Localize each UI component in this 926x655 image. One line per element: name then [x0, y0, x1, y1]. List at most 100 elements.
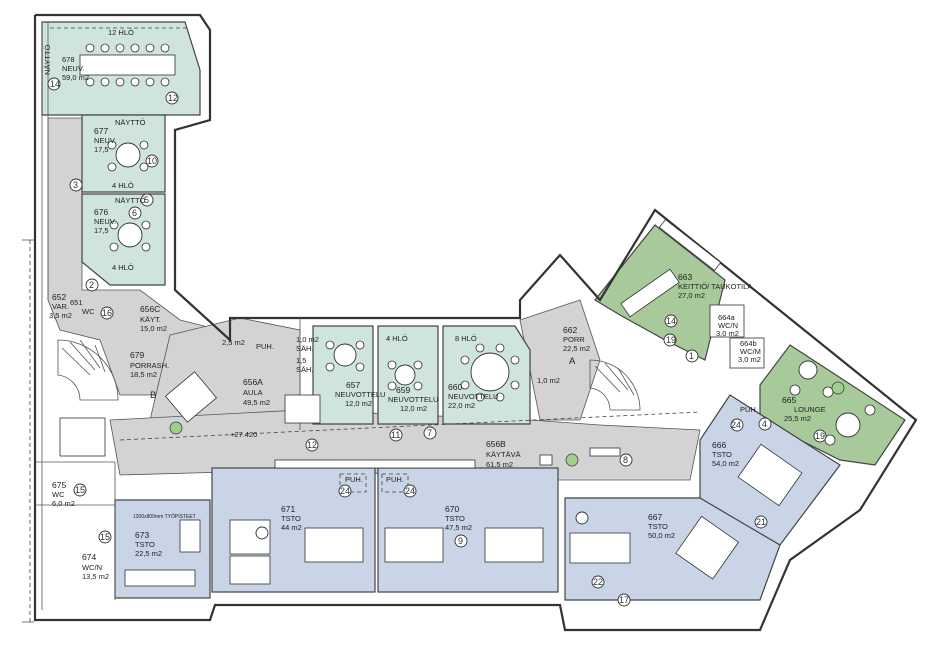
- room-675-id: 675: [52, 480, 66, 490]
- kitchen-table: [620, 268, 680, 318]
- room-675-tag: 15: [75, 485, 85, 495]
- chair: [387, 381, 397, 391]
- lounge-chair: [789, 384, 801, 396]
- room-671-name: TSTO: [281, 514, 301, 523]
- chair: [141, 220, 151, 230]
- room-675-area: 6,0 m2: [52, 499, 75, 508]
- plants: [169, 381, 845, 467]
- room-676-heads: 4 HLÖ: [112, 263, 134, 272]
- room-656b-area: 61,5 m2: [486, 460, 513, 469]
- chair: [115, 77, 125, 87]
- room-664b-area: 3,0 m2: [738, 355, 761, 364]
- radiator-3: [274, 459, 476, 469]
- room-651-tag: 16: [102, 308, 112, 318]
- plant-icon: [565, 453, 579, 467]
- room-670-id: 670: [445, 504, 459, 514]
- room-679-letter: B: [150, 390, 156, 401]
- room-663-tag: 14: [666, 316, 676, 326]
- chair: [130, 43, 140, 53]
- tag-circle: [73, 483, 87, 497]
- room-659-id: 659: [396, 385, 410, 395]
- room-673-note: 1200x800mm TYÖPISTEET: [133, 513, 196, 520]
- chair: [510, 355, 520, 365]
- level-mark: +27.420: [230, 430, 257, 439]
- tag-circle: [575, 511, 589, 525]
- tag-circle: [255, 526, 269, 540]
- lounge-table: [835, 412, 861, 438]
- room-671-area: 44 m2: [281, 523, 302, 532]
- room-657-name: NEUVOTTELU: [335, 390, 385, 399]
- chair: [139, 162, 149, 172]
- chair: [85, 43, 95, 53]
- room-676-tag: 5: [144, 195, 149, 205]
- room-657: [312, 325, 374, 425]
- stair-b-step: [61, 347, 91, 376]
- chair: [325, 362, 335, 372]
- round-table-676: [117, 222, 143, 248]
- desk-667b: [675, 515, 740, 580]
- room-679-id: 679: [130, 350, 144, 360]
- chair: [85, 77, 95, 87]
- room-676-screen: NÄYTTÖ: [115, 196, 146, 205]
- chair: [130, 77, 140, 87]
- room-663-area: 27,0 m2: [678, 291, 705, 300]
- tag-circle: [338, 484, 352, 498]
- room-652-area: 3,5 m2: [49, 311, 72, 320]
- tag-circle: [813, 429, 827, 443]
- room-670-puh: PUH.: [345, 475, 363, 484]
- room-678-area: 59,0 m2: [62, 73, 89, 82]
- room-666-tag: 24: [731, 420, 741, 430]
- room-673-name: TSTO: [135, 540, 155, 549]
- room-666-tag2: 21: [756, 517, 766, 527]
- marker-2: 2: [89, 280, 94, 290]
- chair: [109, 242, 119, 252]
- desk-673b: [124, 569, 196, 587]
- room-670-name: TSTO: [445, 514, 465, 523]
- room-674-id: 674: [82, 552, 96, 562]
- tag-circle: [754, 515, 768, 529]
- room-667-id: 667: [648, 512, 662, 522]
- room-677-name: NEUV.: [94, 136, 116, 145]
- room-666-name: TSTO: [712, 450, 732, 459]
- stair-b: [57, 339, 119, 401]
- room-651-id: 651: [70, 298, 83, 307]
- axis-line-2: [119, 411, 701, 441]
- room-656b-name: KÄYTÄVÄ: [486, 450, 521, 459]
- room-658-sah: SÄH.: [296, 344, 314, 353]
- desk-670b: [484, 527, 544, 563]
- chair: [510, 380, 520, 390]
- chair: [413, 381, 423, 391]
- room-664b: [729, 337, 765, 369]
- room-666-tag3: 4: [762, 419, 767, 429]
- hall-662: [519, 299, 601, 421]
- tag-circle: [619, 453, 633, 467]
- room-675-name: WC: [52, 490, 65, 499]
- room-670-area: 47,5 m2: [445, 523, 472, 532]
- room-678-heads: 12 HLÖ: [108, 28, 134, 37]
- room-663-id: 663: [678, 272, 692, 282]
- circulation-areas: [47, 117, 701, 481]
- room-656c-id: 656C: [140, 304, 160, 314]
- tag-circle: [403, 484, 417, 498]
- room-679-area: 18,5 m2: [130, 370, 157, 379]
- stair-a-step: [594, 365, 621, 393]
- chair: [495, 392, 505, 402]
- round-table-657: [333, 343, 357, 367]
- room-656a-small: 2,5 m2: [222, 338, 245, 347]
- lounge-table-2: [798, 360, 818, 380]
- room-664a: [709, 304, 745, 338]
- stairs: [57, 339, 641, 457]
- room-676-tag2: 6: [132, 208, 137, 218]
- room-677-heads: 4 HLÖ: [112, 181, 134, 190]
- room-674-area: 13,5 m2: [82, 572, 109, 581]
- lounge-chair: [824, 434, 836, 446]
- room-666-id: 666: [712, 440, 726, 450]
- room-673-area: 22,5 m2: [135, 549, 162, 558]
- kitchen-counter: [658, 218, 722, 272]
- tag-circle: [389, 428, 403, 442]
- round-table-677: [115, 142, 141, 168]
- room-652-name: VAR.: [52, 302, 69, 311]
- tag-circle: [85, 278, 99, 292]
